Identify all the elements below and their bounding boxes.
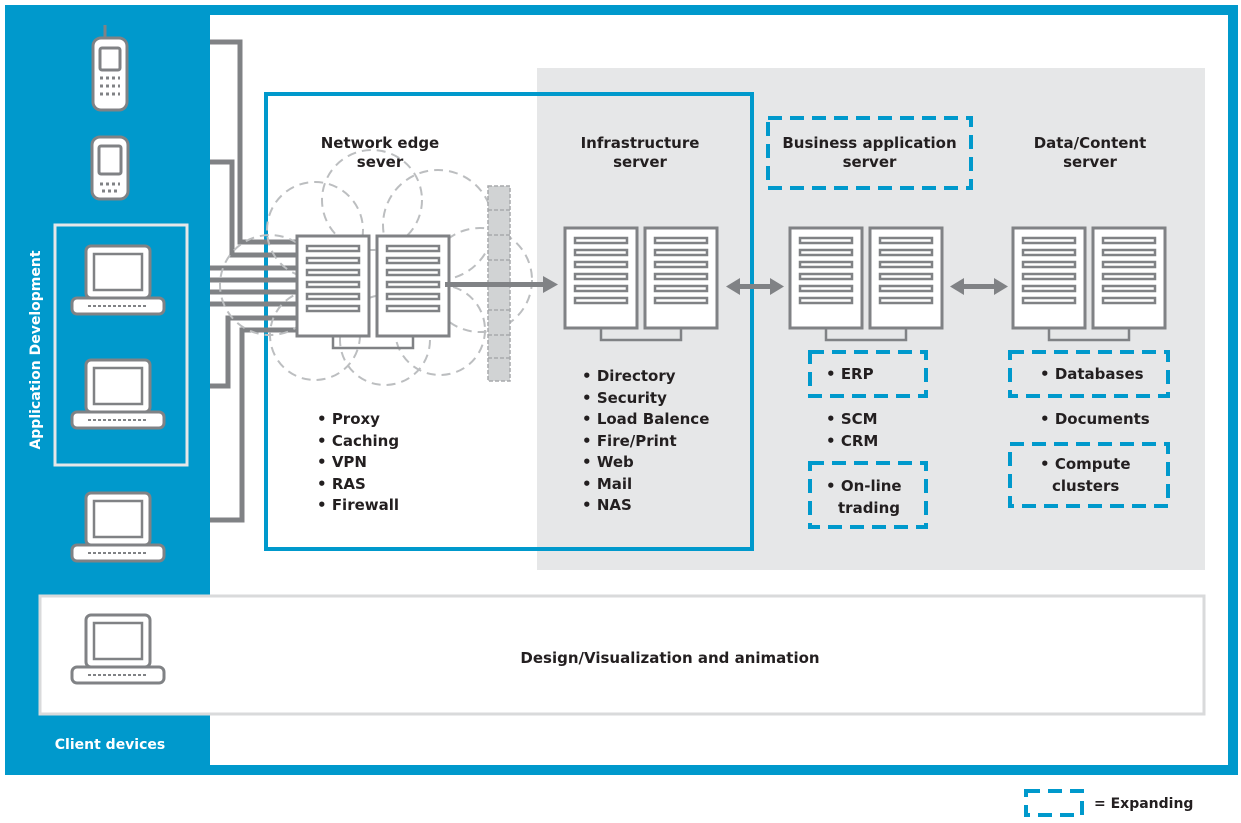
network-edge-features: Proxy Caching VPN RAS Firewall <box>317 409 399 517</box>
list-item: Compute <box>1040 454 1131 476</box>
list-item: Load Balence <box>582 409 710 431</box>
data-content-title-line2: server <box>1063 153 1117 171</box>
infrastructure-title-line1: Infrastructure <box>580 134 700 152</box>
infrastructure-features: Directory Security Load Balence Fire/Pri… <box>582 366 710 517</box>
erp-item: ERP <box>826 364 874 386</box>
infrastructure-title: Infrastructure server <box>560 134 720 172</box>
legend-dashed-swatch <box>1024 789 1084 817</box>
business-application-title: Business application server <box>768 134 971 172</box>
scm-crm-items: SCM CRM <box>826 409 879 453</box>
list-item: SCM <box>826 409 878 431</box>
mobile-phone-icon <box>91 25 129 112</box>
compute-clusters-expanding-box <box>1008 442 1170 508</box>
edge-to-infrastructure-arrow <box>445 276 558 293</box>
laptop-icon-1 <box>70 244 166 316</box>
list-item: On-line <box>826 476 902 498</box>
laptop-icon-2 <box>70 358 166 430</box>
databases-expanding-box <box>1008 350 1170 398</box>
list-item: CRM <box>826 431 879 453</box>
list-item: RAS <box>317 474 399 496</box>
infrastructure-title-line2: server <box>613 153 667 171</box>
network-edge-box <box>264 92 754 551</box>
design-visualization-bar <box>38 594 1206 716</box>
list-item: Proxy <box>317 409 399 431</box>
business-application-expanding-box <box>766 116 973 190</box>
documents-item: Documents <box>1040 409 1150 431</box>
application-development-label: Application Development <box>28 250 44 450</box>
databases-item: Databases <box>1040 364 1144 386</box>
network-edge-title: Network edge sever <box>300 134 460 172</box>
list-item-continuation: clusters <box>1052 476 1120 495</box>
application-development-group <box>53 223 189 467</box>
list-item: Directory <box>582 366 709 388</box>
list-item: Firewall <box>317 495 399 517</box>
online-trading-item: On-line trading <box>826 476 902 519</box>
infrastructure-business-arrow <box>726 278 784 295</box>
data-content-title: Data/Content server <box>1010 134 1170 172</box>
list-item: VPN <box>317 452 399 474</box>
list-item: Security <box>582 388 709 410</box>
list-item: Fire/Print <box>582 431 709 453</box>
business-application-title-line2: server <box>842 153 897 171</box>
business-data-arrow <box>950 278 1008 295</box>
network-edge-title-line1: Network edge <box>320 134 440 152</box>
list-item-continuation: trading <box>838 498 900 517</box>
data-content-title-line1: Data/Content <box>1033 134 1147 152</box>
client-connection-lines <box>210 39 300 523</box>
legend-label: = Expanding <box>1094 796 1194 812</box>
compute-clusters-item: Compute clusters <box>1040 454 1131 497</box>
list-item: Databases <box>1040 364 1144 386</box>
list-item: Documents <box>1040 409 1150 431</box>
list-item: Caching <box>317 431 399 453</box>
list-item: NAS <box>582 495 709 517</box>
business-application-title-line1: Business application <box>782 134 957 152</box>
list-item: Web <box>582 452 709 474</box>
client-devices-label: Client devices <box>54 737 166 753</box>
online-trading-expanding-box <box>808 461 928 529</box>
laptop-icon-4 <box>70 613 166 685</box>
list-item: ERP <box>826 364 874 386</box>
erp-expanding-box <box>808 350 928 398</box>
pda-icon <box>90 135 130 201</box>
laptop-icon-3 <box>70 491 166 563</box>
design-visualization-label: Design/Visualization and animation <box>520 649 820 667</box>
network-edge-title-line2: sever <box>356 153 404 171</box>
list-item: Mail <box>582 474 709 496</box>
